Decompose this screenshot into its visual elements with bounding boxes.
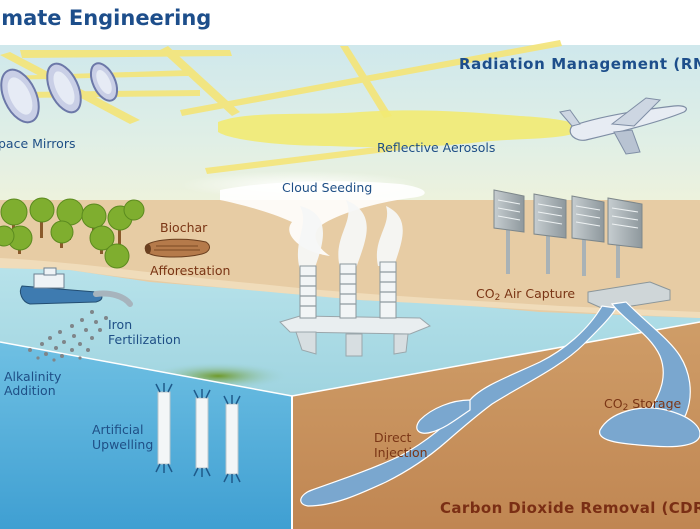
label-space-mirrors: pace Mirrors bbox=[0, 136, 76, 151]
tree-icon bbox=[0, 197, 145, 269]
label-co2-storage-sub: 2 bbox=[622, 403, 629, 413]
label-co2-air-capture: CO2 Air Capture bbox=[476, 286, 576, 303]
smokestack-platform-icon bbox=[279, 261, 431, 357]
section-title-radiation-management: Radiation Management (RM bbox=[459, 55, 700, 73]
co2-injection-pipes bbox=[300, 301, 700, 507]
label-alkalinity-line1: Alkalinity bbox=[4, 369, 62, 384]
label-co2-storage-co: CO bbox=[604, 396, 623, 411]
label-alkalinity-line2: Addition bbox=[4, 383, 56, 398]
biochar-log-icon bbox=[144, 238, 210, 258]
ship-icon bbox=[19, 267, 133, 307]
label-cloud-seeding: Cloud Seeding bbox=[282, 180, 373, 195]
label-co2-air-capture-rest: Air Capture bbox=[500, 286, 576, 301]
ocean-cross-section bbox=[0, 342, 292, 529]
label-direct-line1: Direct bbox=[374, 430, 412, 445]
label-upwelling-line1: Artificial bbox=[92, 422, 144, 437]
header-band bbox=[0, 0, 700, 45]
upwelling-pipe-icon bbox=[155, 383, 241, 483]
cloud-seeding-plume bbox=[180, 171, 425, 270]
label-co2-storage-rest: Storage bbox=[628, 396, 682, 411]
label-upwelling-line2: Upwelling bbox=[92, 437, 154, 452]
label-co2-storage: CO2 Storage bbox=[604, 396, 682, 413]
page-title: imate Engineering bbox=[0, 6, 212, 30]
air-capture-panel-icon bbox=[493, 189, 671, 311]
section-edge-right bbox=[291, 321, 700, 397]
label-co2-air-capture-co: CO bbox=[476, 286, 495, 301]
label-afforestation: Afforestation bbox=[150, 263, 231, 278]
section-edge-left bbox=[0, 341, 293, 397]
label-co2-air-capture-sub: 2 bbox=[494, 293, 501, 303]
label-direct-line2: Injection bbox=[374, 445, 428, 460]
airplane-icon bbox=[559, 97, 687, 155]
label-iron-line2: Fertilization bbox=[108, 332, 181, 347]
label-iron-line1: Iron bbox=[108, 317, 133, 332]
aerosol-layer bbox=[218, 110, 581, 148]
section-title-carbon-dioxide-removal: Carbon Dioxide Removal (CDR bbox=[440, 499, 700, 517]
label-reflective-aerosols: Reflective Aerosols bbox=[377, 140, 496, 155]
iron-particles bbox=[28, 310, 108, 362]
label-biochar: Biochar bbox=[160, 220, 208, 235]
space-mirror-icon bbox=[0, 62, 119, 124]
